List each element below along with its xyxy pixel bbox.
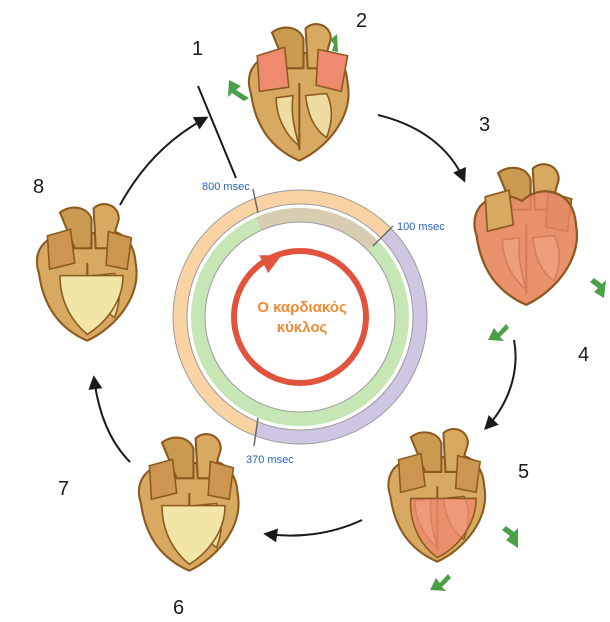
time-label-100: 100 msec bbox=[397, 221, 445, 233]
green-arrow-4a bbox=[488, 324, 509, 341]
stage-number-4: 4 bbox=[578, 344, 589, 366]
heart-stage-6 bbox=[139, 434, 239, 571]
stage-number-1: 1 bbox=[192, 38, 203, 60]
green-arrow-5b bbox=[430, 574, 451, 591]
arrow-5-to-6 bbox=[266, 520, 362, 536]
heart-stage-5 bbox=[388, 429, 485, 562]
time-label-370: 370 msec bbox=[246, 454, 294, 466]
arrow-7-to-8 bbox=[94, 378, 130, 462]
center-title-line1: Ο καρδιακός bbox=[257, 299, 347, 316]
heart-stage-2 bbox=[249, 24, 349, 161]
stage-number-2: 2 bbox=[356, 10, 367, 32]
green-arrow-5a bbox=[502, 526, 518, 548]
stage-number-3: 3 bbox=[479, 114, 490, 136]
green-arrow-2a bbox=[228, 80, 249, 101]
center-cycle-ring bbox=[234, 251, 366, 383]
heart-stage-8 bbox=[37, 204, 137, 341]
heart-stage-4 bbox=[474, 164, 576, 304]
arrow-4-to-5 bbox=[486, 340, 516, 428]
inner-ring-tan-segment bbox=[259, 215, 373, 246]
arrow-8-to-1 bbox=[120, 118, 206, 205]
center-title-line2: κύκλος bbox=[277, 319, 328, 336]
stage-number-6: 6 bbox=[173, 597, 184, 619]
green-arrow-4b bbox=[590, 278, 606, 298]
timing-rings: Ο καρδιακός κύκλος bbox=[173, 189, 427, 446]
stage-number-7: 7 bbox=[58, 478, 69, 500]
stage-number-8: 8 bbox=[33, 176, 44, 198]
time-label-800: 800 msec bbox=[202, 181, 250, 193]
stage-1-divider bbox=[198, 86, 236, 178]
stage-number-5: 5 bbox=[518, 461, 529, 483]
arrow-2-to-3 bbox=[378, 115, 464, 180]
